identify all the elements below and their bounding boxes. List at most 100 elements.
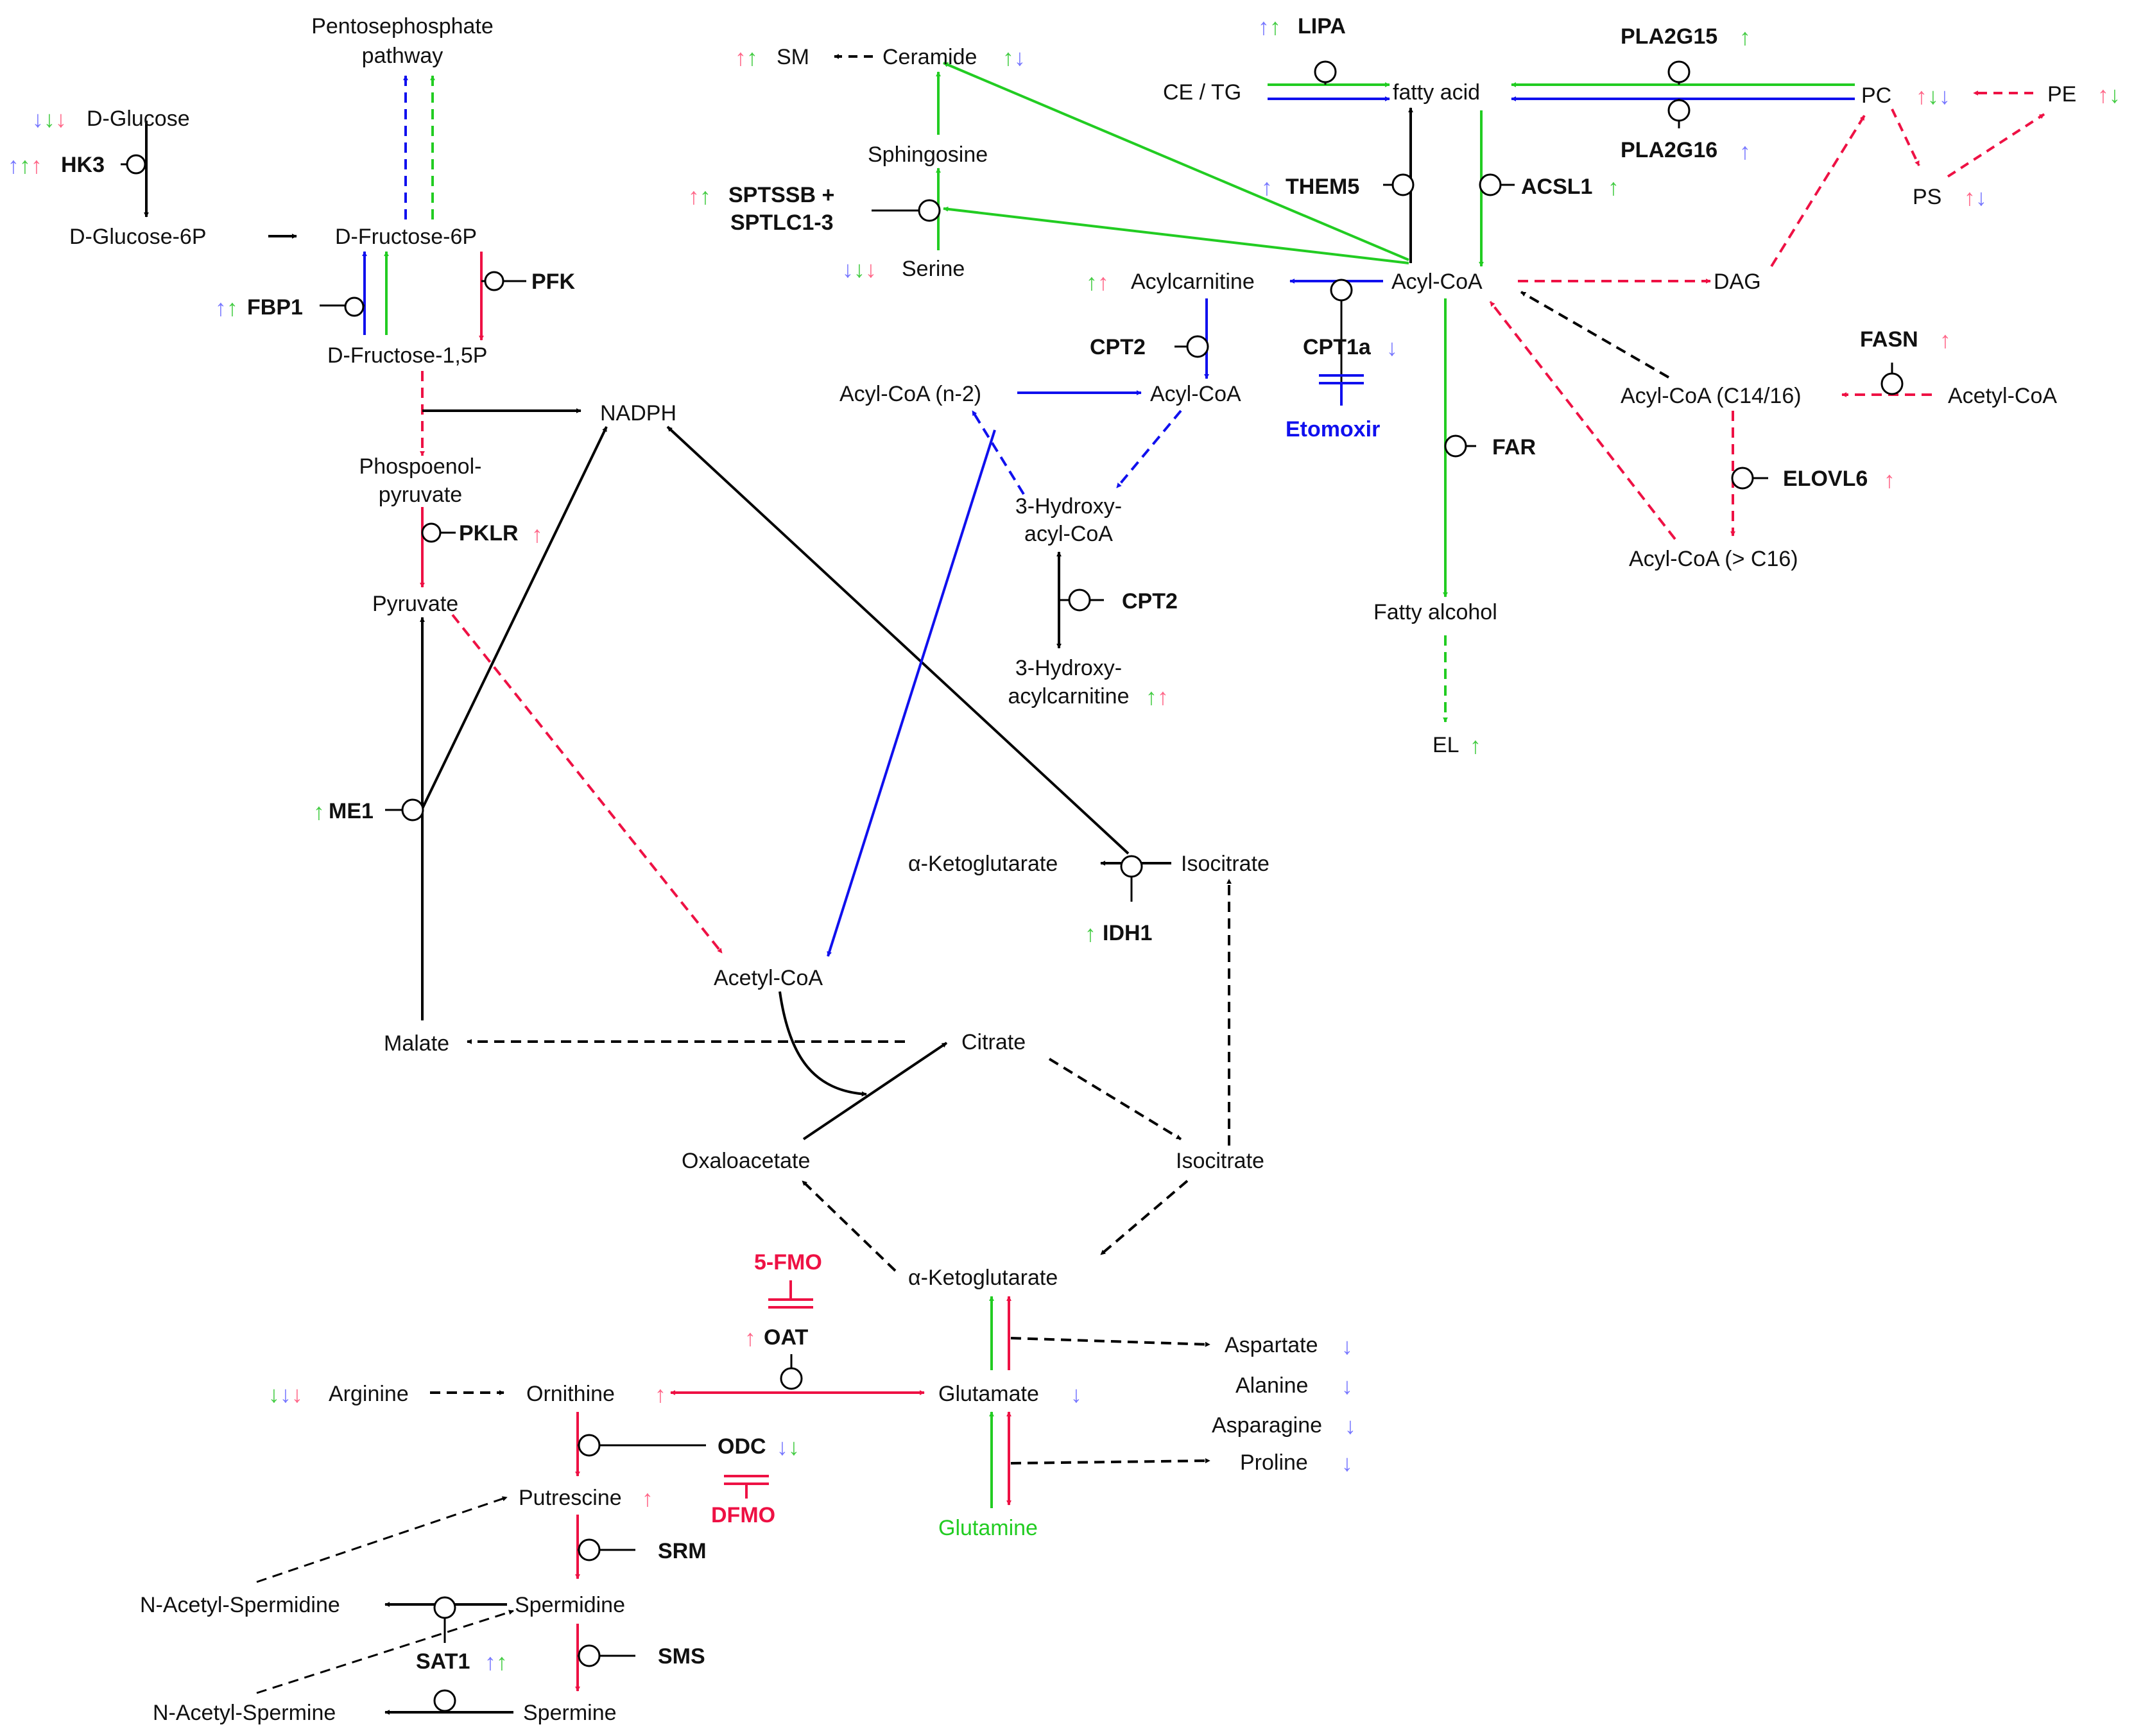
label-ceramide: Ceramide (882, 45, 977, 69)
indicator-hk3: ↑↑↑ (8, 152, 42, 178)
enzyme-labels: HK3 FBP1 PFK PKLR ME1 SPTSSB + SPTLC1-3 … (61, 14, 1918, 1674)
indicator-putrescine: ↑ (642, 1485, 653, 1511)
label-fatty-alcohol: Fatty alcohol (1373, 600, 1497, 624)
edge-oaa-citrate (802, 1042, 948, 1140)
label-nadph: NADPH (600, 401, 676, 425)
pla2g15-circle (1667, 60, 1691, 83)
label-alanine: Alanine (1235, 1373, 1308, 1398)
label-d-fructose-6p: D-Fructose-6P (335, 225, 477, 249)
label-arginine: Arginine (329, 1382, 409, 1406)
label-hydroxycarn-line1: 3-Hydroxy- (1015, 656, 1122, 680)
enzyme-oat: OAT (764, 1325, 808, 1350)
label-hydroxycarn-line2: acylcarnitine (1008, 684, 1130, 709)
change-indicators: ↓↓↓ ↑↑↑ ↑↑ ↑ ↑ ↑↑ ↑↓ ↑↑ ↓↓↓ ↑↑ ↑ ↑ ↑ ↑ ↑… (8, 13, 2121, 1675)
indicator-pla2g15: ↑ (1739, 24, 1751, 50)
edge-c1416-acylcoa (1520, 291, 1670, 379)
edge-isocitrate-akg (1099, 1180, 1189, 1256)
indicator-pe: ↑↓ (2097, 82, 2121, 108)
label-acyl-coa-main: Acyl-CoA (1391, 270, 1483, 294)
indicator-ps: ↑↓ (1964, 184, 1987, 211)
edge-nacspm-spermidine (256, 1610, 514, 1694)
cpt1a-circle (1330, 279, 1353, 302)
enzyme-sms: SMS (658, 1644, 705, 1669)
indicator-ceramide: ↑↓ (1002, 44, 1026, 71)
label-dag: DAG (1714, 270, 1761, 294)
etomoxir-tbar (1319, 374, 1364, 406)
edge-nacspd-putrescine (256, 1496, 508, 1583)
enzyme-hk3: HK3 (61, 153, 105, 177)
label-spermidine: Spermidine (515, 1593, 625, 1617)
fbp1-circle (344, 296, 365, 317)
enzyme-fbp1: FBP1 (247, 295, 303, 320)
sat1-circle-b (433, 1689, 456, 1712)
cpt2b-circle (1068, 589, 1091, 612)
edge-dag-pc (1770, 114, 1866, 268)
lipa-circle (1314, 60, 1337, 83)
enzyme-idh1: IDH1 (1103, 921, 1152, 945)
label-n-acetyl-spermine: N-Acetyl-Spermine (153, 1701, 336, 1725)
label-aspartate: Aspartate (1225, 1333, 1318, 1357)
label-malate: Malate (384, 1031, 449, 1056)
enzyme-elovl6: ELOVL6 (1783, 467, 1868, 491)
fmo-tbar (768, 1280, 813, 1309)
indicator-lipa: ↑↑ (1258, 13, 1281, 40)
enzyme-me1: ME1 (329, 799, 374, 823)
hk3-circle (126, 154, 146, 175)
pla2g16-circle (1667, 99, 1691, 122)
odc-circle (578, 1434, 601, 1457)
label-ornithine: Ornithine (526, 1382, 615, 1406)
label-serine: Serine (902, 257, 965, 281)
enzyme-sat1: SAT1 (416, 1649, 470, 1674)
label-acyl-coa-beta: Acyl-CoA (1150, 382, 1241, 406)
edge-pyruvate-acetylcoa (451, 614, 723, 954)
label-d-glucose-6p: D-Glucose-6P (69, 225, 207, 249)
fasn-circle (1880, 372, 1904, 395)
edge-me1-nadph (421, 426, 608, 809)
indicator-elovl6: ↑ (1884, 467, 1895, 493)
label-pyruvate: Pyruvate (372, 592, 458, 616)
label-acetyl-coa: Acetyl-CoA (714, 966, 823, 990)
label-d-glucose: D-Glucose (87, 107, 190, 131)
edge-akg-oaa (801, 1180, 897, 1272)
label-acylcarnitine: Acylcarnitine (1131, 270, 1255, 294)
label-pentose-line1: Pentosephosphate (311, 14, 494, 39)
enzyme-sptssb-line1: SPTSSB + (728, 183, 834, 207)
label-spermine: Spermine (523, 1701, 617, 1725)
edge-citrate-isocitrate (1048, 1058, 1182, 1140)
far-circle (1444, 434, 1467, 458)
indicator-oat: ↑ (744, 1325, 756, 1351)
label-el: EL (1433, 733, 1459, 757)
inhibitor-dfmo: DFMO (711, 1503, 775, 1527)
label-akg-top: α-Ketoglutarate (908, 852, 1058, 876)
inhibitor-5-fmo: 5-FMO (754, 1250, 822, 1275)
enzyme-sptssb-line2: SPTLC1-3 (730, 211, 834, 235)
enzyme-fasn: FASN (1860, 327, 1918, 352)
label-acetyl-coa-right: Acetyl-CoA (1948, 384, 2057, 408)
edge-akg-aspartate (1010, 1337, 1210, 1347)
label-glutamine: Glutamine (938, 1516, 1038, 1540)
enzyme-pla2g16: PLA2G16 (1621, 138, 1717, 162)
inhibitor-etomoxir: Etomoxir (1286, 417, 1380, 442)
indicator-serine: ↓↓↓ (842, 256, 877, 282)
indicator-aspartate: ↓ (1341, 1333, 1353, 1359)
indicator-acylcarnitine: ↑↑ (1086, 269, 1109, 295)
enzyme-far: FAR (1492, 435, 1536, 460)
sptssb-circle (918, 199, 941, 222)
enzyme-cpt1a: CPT1a (1303, 335, 1372, 359)
elovl6-circle (1731, 467, 1754, 490)
label-sphingosine: Sphingosine (868, 142, 988, 167)
enzyme-acsl1: ACSL1 (1521, 175, 1592, 199)
indicator-proline: ↓ (1341, 1450, 1353, 1476)
label-pc: PC (1861, 83, 1891, 108)
indicator-d-glucose: ↓↓↓ (32, 106, 67, 132)
indicator-fasn: ↑ (1940, 327, 1951, 353)
edge-acylcoa-ceramide (943, 62, 1409, 261)
edge-glutamine-proline (1010, 1458, 1210, 1465)
enzyme-ticks (121, 60, 1904, 1712)
indicator-fbp1: ↑↑ (215, 295, 238, 321)
indicator-them5: ↑ (1261, 174, 1273, 200)
label-putrescine: Putrescine (519, 1486, 622, 1510)
indicator-alanine: ↓ (1341, 1373, 1353, 1399)
label-hydroxyacyl-line1: 3-Hydroxy- (1015, 494, 1122, 519)
